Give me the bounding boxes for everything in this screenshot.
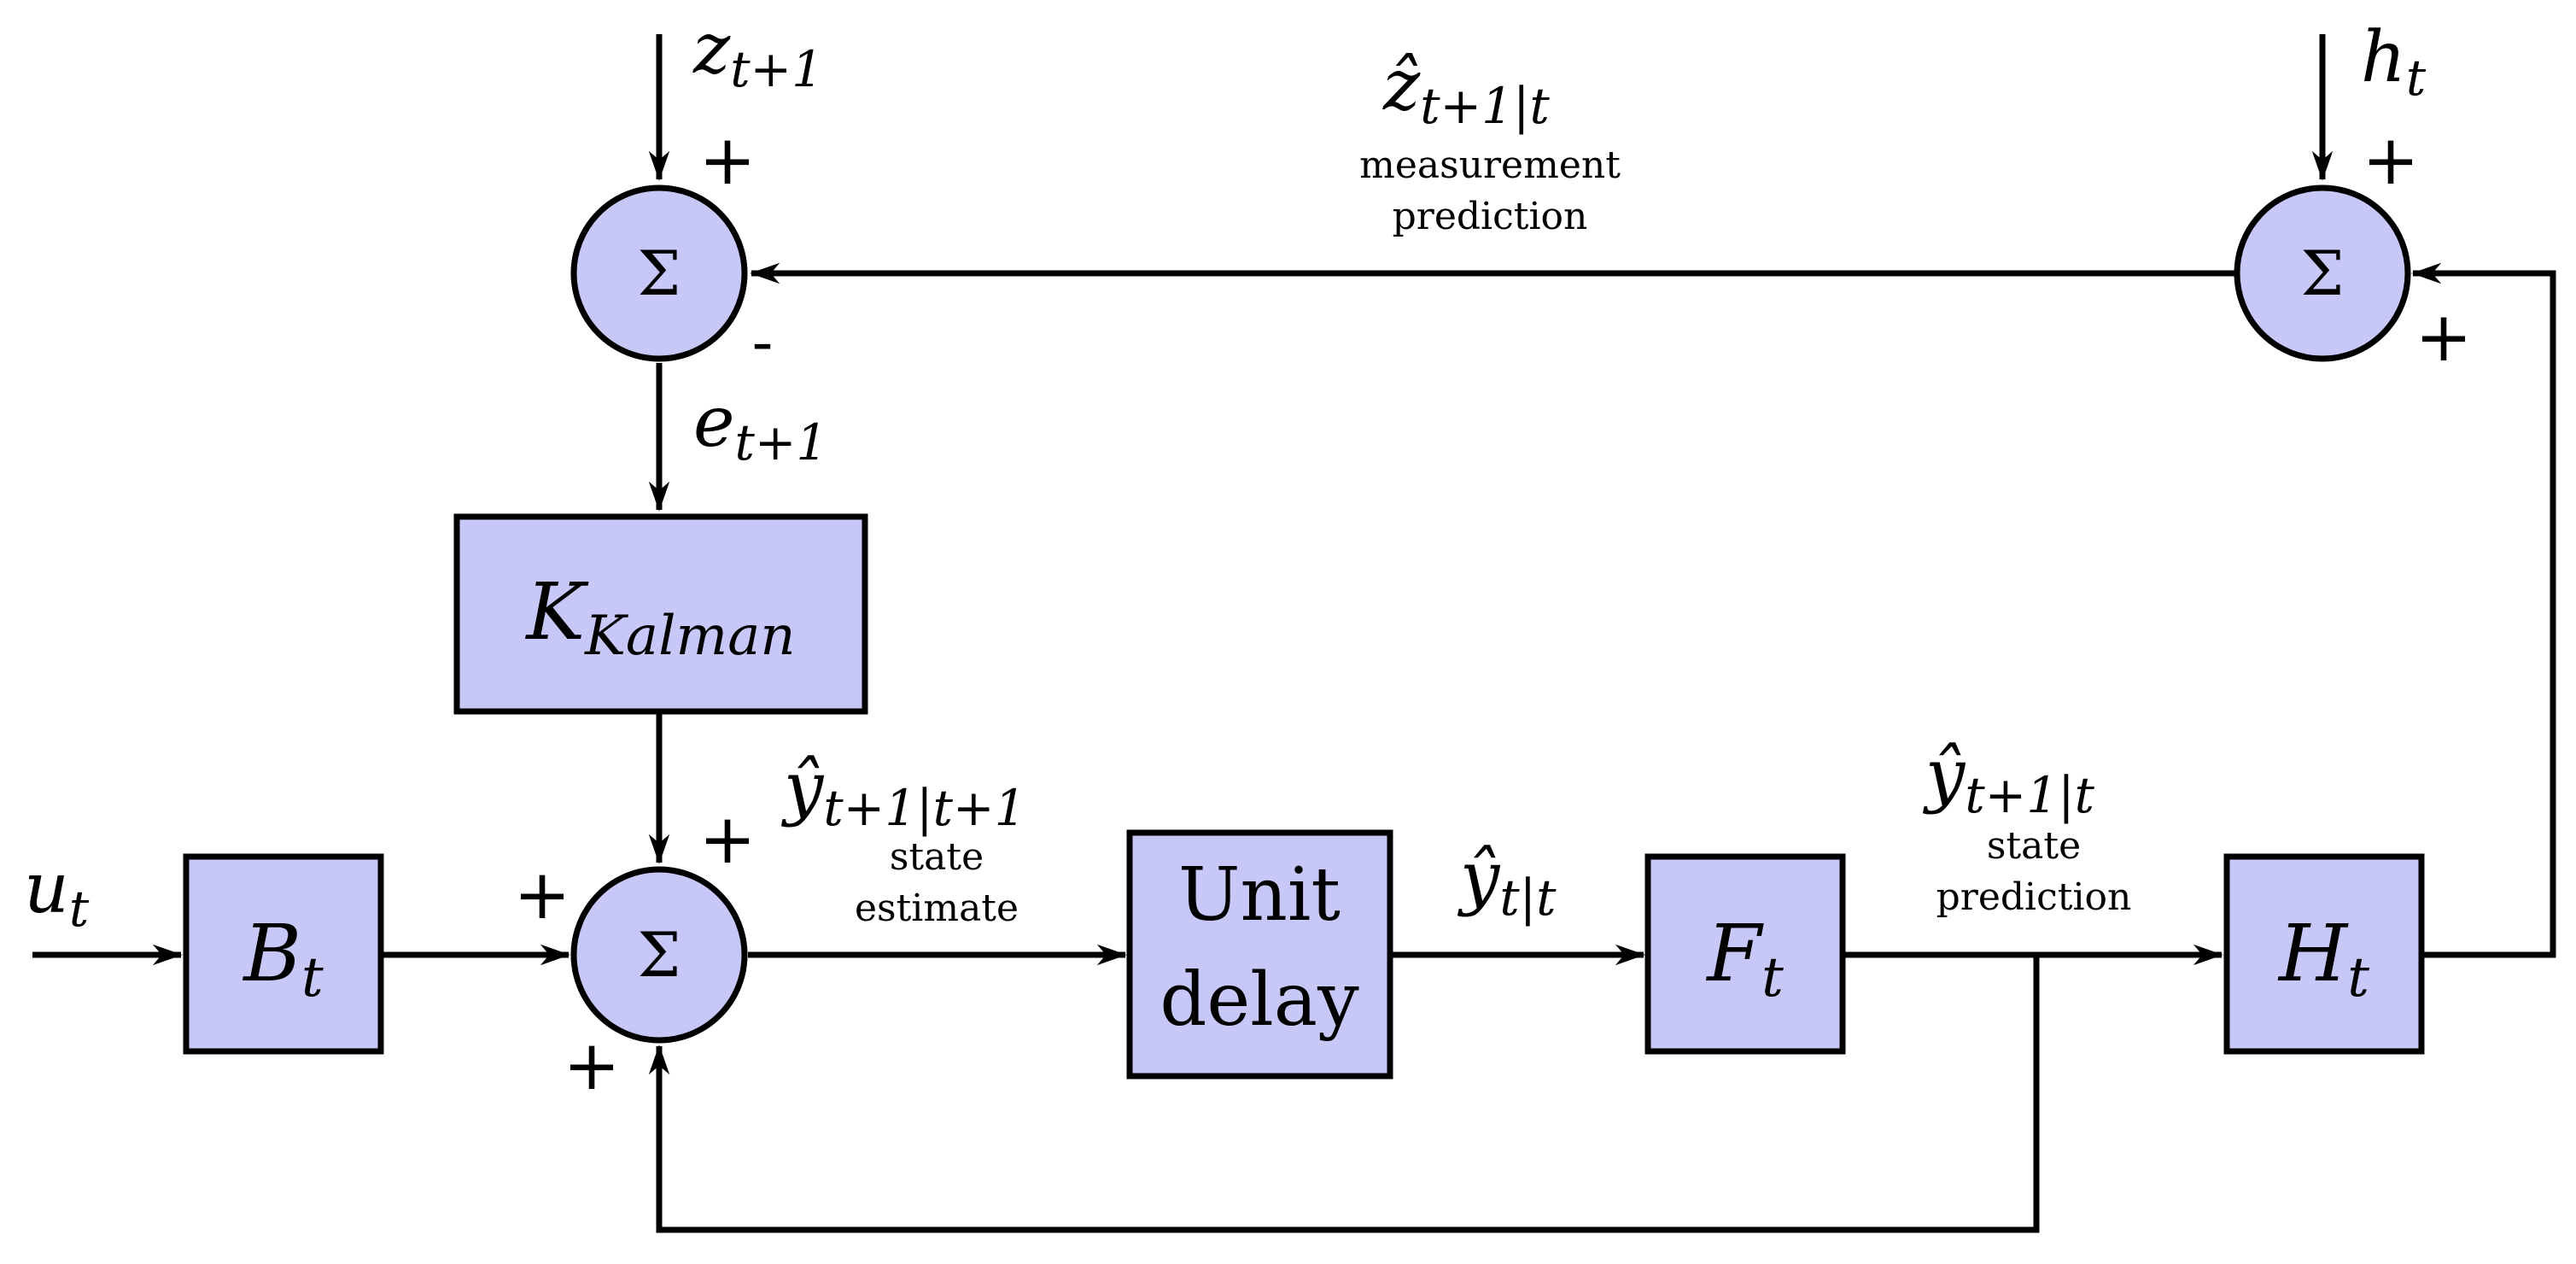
measurement-prediction-symbol: ẑt+1|t: [1382, 45, 1551, 135]
prediction-feedback-wire: [648, 955, 2040, 1233]
h-block: Ht: [2223, 853, 2425, 1055]
right-summing-junction: Σ: [2234, 184, 2411, 362]
state-prediction-caption1: state: [1987, 824, 2081, 868]
main-sum-top-plus-sign: +: [698, 799, 756, 879]
state-prediction-caption2: prediction: [1936, 875, 2132, 919]
state-estimate-caption2: estimate: [855, 887, 1019, 930]
main-sum-bottom-plus-sign: +: [563, 1026, 620, 1105]
kalman-gain-block: KKalman: [453, 513, 868, 715]
right-sum-top-plus-sign: +: [2362, 120, 2419, 200]
error-label: et+1: [693, 382, 827, 471]
measurement-prediction-caption1: measurement: [1359, 143, 1621, 187]
unit-delay-block: Unit delay: [1126, 829, 1393, 1080]
top-summing-junction: Σ: [570, 184, 748, 362]
right-sum-right-plus-sign: +: [2415, 297, 2472, 377]
f-block-label: Ft: [1705, 908, 1784, 1009]
b-block: Bt: [183, 853, 384, 1055]
state-estimate-caption1: state: [890, 835, 984, 879]
unit-delay-line1: Unit: [1178, 852, 1341, 938]
h-input-label: ht: [2361, 17, 2427, 107]
main-sum-symbol: Σ: [638, 919, 681, 991]
delay-output-label: ŷt|t: [1457, 837, 1557, 927]
state-prediction-symbol: ŷt+1|t: [1922, 734, 2095, 824]
main-summing-junction: Σ: [570, 866, 748, 1044]
h-block-label: Ht: [2277, 908, 2369, 1009]
u-input-label: ut: [24, 848, 90, 938]
measurement-prediction-caption2: prediction: [1393, 195, 1588, 238]
kalman-gain-label: KKalman: [524, 566, 795, 668]
f-block: Ft: [1644, 853, 1846, 1055]
top-sum-minus-sign: -: [751, 307, 773, 377]
unit-delay-line2: delay: [1159, 957, 1359, 1043]
top-sum-symbol: Σ: [638, 237, 681, 309]
z-input-label: zt+1: [692, 9, 823, 98]
b-block-label: Bt: [242, 908, 324, 1009]
h-output-feedback-wire: [2411, 262, 2556, 958]
right-sum-symbol: Σ: [2301, 237, 2345, 309]
top-sum-plus-sign: +: [698, 120, 756, 200]
state-estimate-symbol: ŷt+1|t+1: [780, 747, 1025, 837]
main-sum-left-plus-sign: +: [513, 855, 570, 934]
